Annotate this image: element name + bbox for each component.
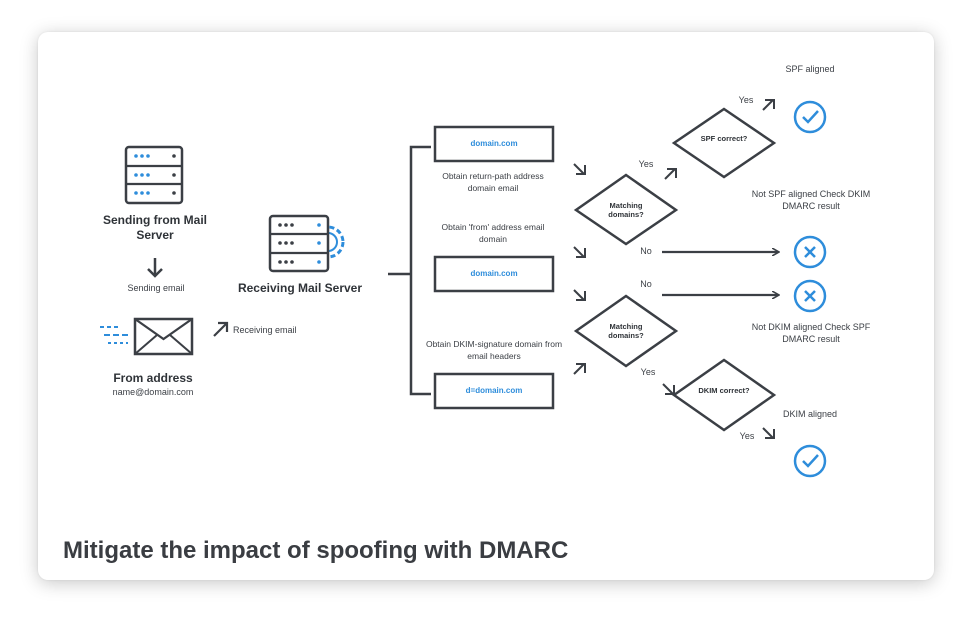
- note-from-address: Obtain 'from' address email domain: [441, 222, 545, 244]
- sending-server-icon: [124, 145, 184, 205]
- from-address-value: name@domain.com: [112, 387, 194, 397]
- spf-aligned-label: SPF aligned: [785, 64, 835, 74]
- check-icon: [793, 100, 827, 134]
- no-label-1: No: [640, 246, 652, 256]
- sending-email-label: Sending email: [127, 283, 185, 293]
- small-arrows: [573, 99, 775, 439]
- not-spf-label: Not SPF aligned Check DKIM DMARC result: [751, 189, 871, 211]
- matching-diamond-2: [573, 294, 679, 368]
- domain-box-2-text: domain.com: [470, 269, 518, 278]
- dkim-correct: DKIM correct?: [698, 386, 750, 395]
- domain-boxes: [433, 125, 555, 410]
- yes-label-4: Yes: [739, 431, 755, 441]
- spf-correct: SPF correct?: [700, 134, 748, 143]
- matching-domains-2: Matching domains?: [608, 322, 644, 340]
- spf-diamond: [671, 107, 777, 179]
- dkim-diamond: [671, 358, 777, 432]
- no-lines: [662, 252, 778, 295]
- diagram-card: Sending from Mail Server Sending email F…: [38, 32, 934, 580]
- cross-icon: [793, 235, 827, 269]
- yes-label-3: Yes: [640, 367, 656, 377]
- envelope-icon: [100, 317, 194, 356]
- receiver-title: Receiving Mail Server: [237, 281, 363, 295]
- domain-box-3: [433, 372, 555, 410]
- matching-diamond-1: [573, 173, 679, 246]
- yes-label-1: Yes: [638, 159, 654, 169]
- yes-label-2: Yes: [738, 95, 754, 105]
- bracket-connector: [388, 145, 431, 396]
- receiving-arrow-icon: [213, 321, 229, 337]
- check-icon: [793, 444, 827, 478]
- caption-title: Mitigate the impact of spoofing with DMA…: [63, 537, 569, 564]
- domain-box-3-text: d=domain.com: [465, 386, 523, 395]
- matching-domains-1: Matching domains?: [608, 201, 644, 219]
- receiving-server-icon: [268, 214, 345, 273]
- note-return-path: Obtain return-path address domain email: [442, 171, 544, 193]
- domain-box-1-text: domain.com: [470, 139, 518, 148]
- dkim-aligned-label: DKIM aligned: [782, 409, 838, 419]
- domain-box-1: [433, 125, 555, 163]
- no-label-2: No: [640, 279, 652, 289]
- cross-icon: [793, 279, 827, 313]
- decision-diamonds: [573, 107, 777, 432]
- receiving-email-label: Receiving email: [233, 325, 297, 335]
- domain-box-2: [433, 255, 555, 293]
- not-dkim-label: Not DKIM aligned Check SPF DMARC result: [751, 322, 871, 344]
- flow-diagram: [100, 99, 827, 478]
- sender-title: Sending from Mail Server: [102, 213, 207, 242]
- note-dkim-signature: Obtain DKIM-signature domain from email …: [425, 339, 563, 361]
- from-address-title: From address: [113, 371, 193, 385]
- down-arrow-icon: [147, 258, 163, 278]
